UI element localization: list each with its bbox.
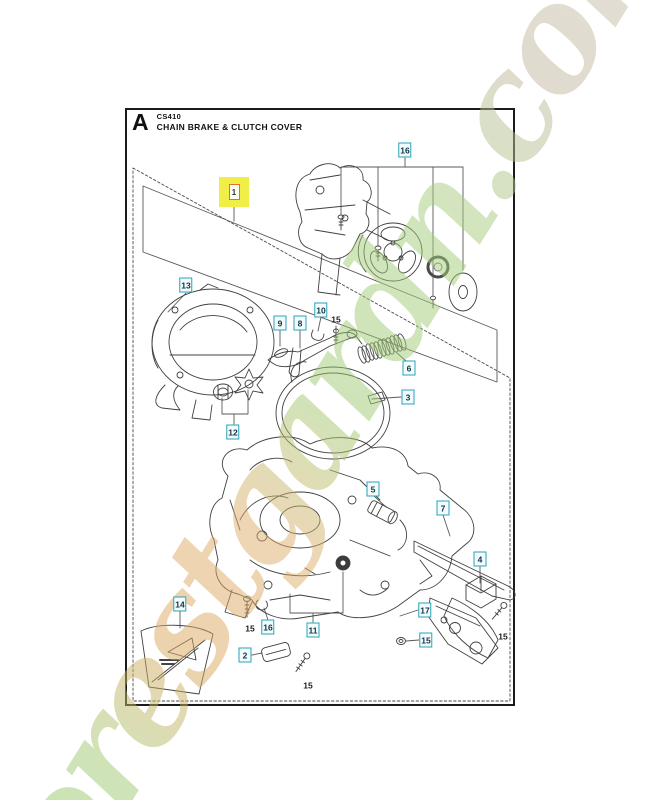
callout-10[interactable]: 10 bbox=[314, 302, 328, 318]
callout-15: 15 bbox=[331, 314, 341, 324]
callout-15-3[interactable]: 15 bbox=[419, 632, 433, 648]
callout-15-5: 15 bbox=[498, 631, 508, 641]
callout-14[interactable]: 14 bbox=[173, 596, 187, 612]
callout-4[interactable]: 4 bbox=[473, 551, 487, 567]
callout-7[interactable]: 7 bbox=[436, 500, 450, 516]
callout-9[interactable]: 9 bbox=[273, 315, 287, 331]
callout-16[interactable]: 16 bbox=[398, 142, 412, 158]
callout-16-2[interactable]: 16 bbox=[261, 619, 275, 635]
header-text: CS410 CHAIN BRAKE & CLUTCH COVER bbox=[157, 111, 303, 132]
callout-12[interactable]: 12 bbox=[226, 424, 240, 440]
callout-5[interactable]: 5 bbox=[366, 481, 380, 497]
callout-15-2: 15 bbox=[245, 623, 255, 633]
callout-3[interactable]: 3 bbox=[401, 389, 415, 405]
callout-17[interactable]: 17 bbox=[418, 602, 432, 618]
section-letter: A bbox=[132, 109, 149, 135]
callout-15-4: 15 bbox=[303, 680, 313, 690]
page-title: CHAIN BRAKE & CLUTCH COVER bbox=[156, 122, 303, 132]
model-code: CS410 bbox=[156, 112, 182, 121]
callout-1-label: 1 bbox=[228, 184, 240, 200]
callout-1-highlighted[interactable]: 1 bbox=[219, 177, 249, 207]
callout-11[interactable]: 11 bbox=[306, 622, 320, 638]
diagram-frame bbox=[125, 108, 515, 706]
callout-6[interactable]: 6 bbox=[402, 360, 416, 376]
callout-13[interactable]: 13 bbox=[179, 277, 193, 293]
callout-2[interactable]: 2 bbox=[238, 647, 252, 663]
callout-8[interactable]: 8 bbox=[293, 315, 307, 331]
diagram-header: A CS410 CHAIN BRAKE & CLUTCH COVER bbox=[132, 109, 303, 135]
